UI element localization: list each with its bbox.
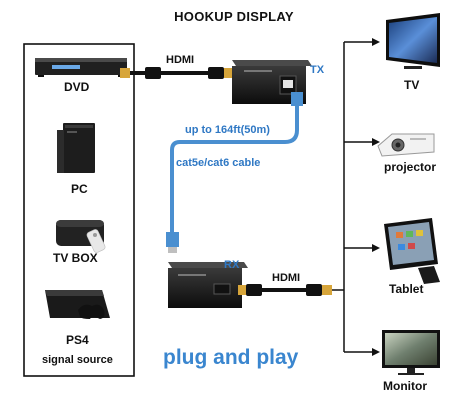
projector-icon xyxy=(377,133,435,157)
pc-tower-icon xyxy=(57,123,95,173)
ps4-console-icon xyxy=(45,290,110,319)
source-label-pc: PC xyxy=(71,182,88,196)
source-label-dvd: DVD xyxy=(64,80,90,94)
display-label-tv: TV xyxy=(404,78,420,92)
arrow-heads xyxy=(372,38,380,356)
monitor-icon xyxy=(382,330,440,375)
tx-extender-box xyxy=(232,60,312,104)
plug-and-play-tagline: plug and play xyxy=(163,346,299,369)
tv-box-icon xyxy=(56,220,106,253)
tx-label: TX xyxy=(310,64,325,76)
dvd-player-icon xyxy=(35,58,127,77)
tablet-icon xyxy=(384,218,440,284)
tv-icon xyxy=(386,13,440,69)
diagram-title: HOOKUP DISPLAY xyxy=(174,9,294,24)
source-box xyxy=(23,43,135,377)
display-label-projector: projector xyxy=(384,160,437,174)
hdmi-cable-rx xyxy=(238,284,332,296)
distance-label: up to 164ft(50m) xyxy=(185,124,270,136)
hdmi-label-rx: HDMI xyxy=(272,272,301,284)
cat-cable xyxy=(166,92,303,253)
rx-extender-box xyxy=(168,262,248,308)
hdmi-cable-tx xyxy=(120,67,232,79)
distribution-lines xyxy=(332,41,376,353)
hdmi-label-tx: HDMI xyxy=(166,54,195,66)
display-label-tablet: Tablet xyxy=(389,282,424,296)
cable-type-label: cat5e/cat6 cable xyxy=(176,157,261,169)
rx-label: RX xyxy=(224,259,240,271)
source-group-label: signal source xyxy=(42,354,113,366)
source-label-ps4: PS4 xyxy=(66,333,89,347)
source-label-tv-box: TV BOX xyxy=(53,251,98,265)
display-label-monitor: Monitor xyxy=(383,379,427,393)
